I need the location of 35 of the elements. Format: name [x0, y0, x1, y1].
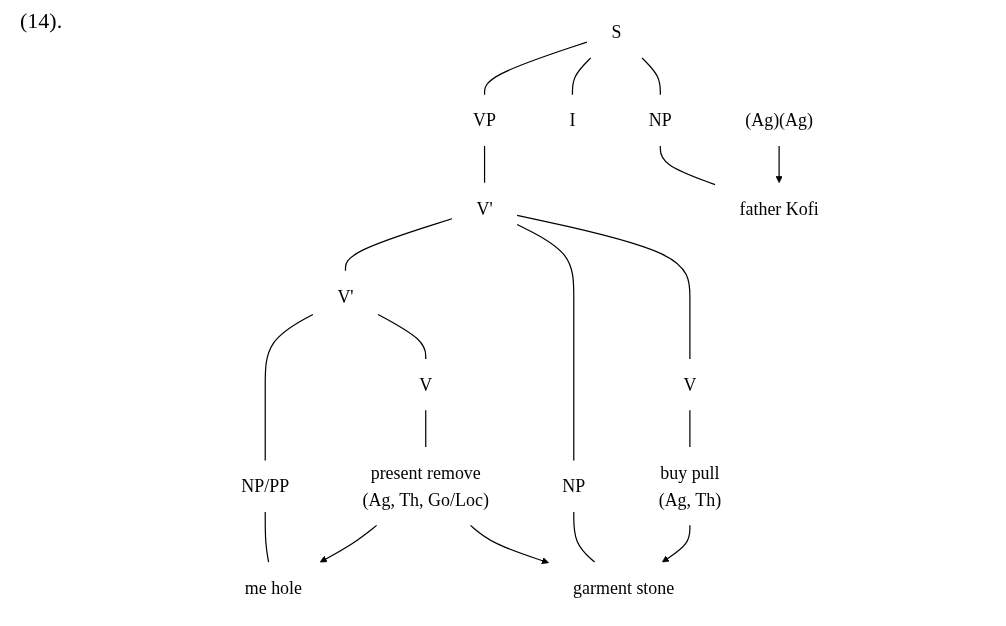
node-text: NP/PP [241, 476, 290, 497]
connector [571, 57, 592, 96]
arrow [775, 145, 783, 184]
connector [483, 145, 486, 184]
node-text: (Ag)(Ag) [745, 110, 814, 131]
connector [344, 218, 453, 272]
node-text: S [611, 22, 622, 43]
node-text: father Kofi [739, 198, 819, 219]
connector [659, 145, 716, 186]
example-number: (14). [20, 8, 63, 34]
node-text: VP [473, 110, 497, 131]
node-text: V' [476, 198, 493, 219]
connector [483, 41, 588, 96]
node-text: garment stone [573, 577, 675, 598]
connector [641, 57, 661, 96]
arrow [319, 524, 378, 563]
connector [573, 511, 596, 563]
connector [425, 409, 427, 448]
connector [264, 511, 270, 563]
node-text: V' [337, 286, 354, 307]
node-text: V [419, 374, 433, 395]
connector [516, 223, 575, 462]
arrow [662, 524, 691, 563]
connector [689, 409, 691, 448]
node-text: NP [562, 476, 586, 497]
connector [264, 313, 314, 462]
connector [516, 214, 691, 360]
connector [377, 313, 427, 360]
node-text: V [683, 374, 697, 395]
node-text: I [569, 110, 576, 131]
node-text: buy pull (Ag, Th) [658, 462, 722, 510]
node-text: me hole [244, 577, 303, 598]
node-text: NP [648, 110, 672, 131]
node-text: present remove (Ag, Th, Go/Loc) [362, 462, 489, 510]
arrow [469, 524, 549, 565]
